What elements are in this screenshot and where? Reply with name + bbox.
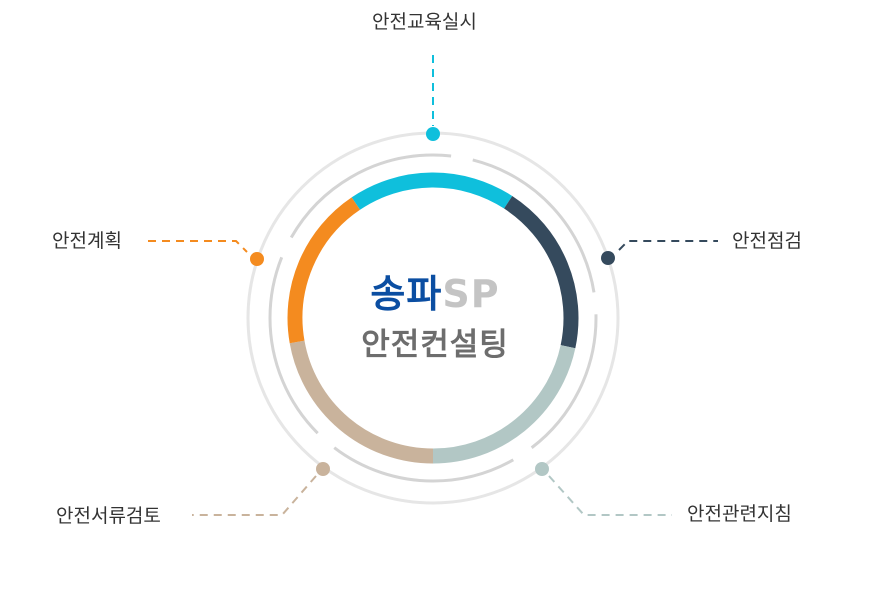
center-brand: 송파SP	[300, 270, 570, 318]
node-left	[250, 252, 264, 266]
node-right	[601, 251, 615, 265]
label-safety-guidelines: 안전관련지침	[687, 503, 792, 525]
brand-korean: 송파	[370, 272, 443, 316]
connector-bottom-right	[548, 475, 672, 516]
segment-left	[287, 197, 361, 344]
node-top	[426, 127, 440, 141]
center-subtitle: 안전컨설팅	[361, 327, 509, 363]
segment-bottom-left	[289, 340, 434, 464]
connector-right	[618, 240, 718, 251]
connector-left	[148, 240, 248, 253]
outer-ring	[246, 131, 620, 505]
label-safety-plan: 안전계획	[52, 230, 122, 252]
segment-bottom-right	[432, 345, 576, 464]
segment-top	[351, 172, 513, 210]
segment-right	[503, 195, 579, 349]
connector-bottom-left	[192, 475, 317, 516]
label-safety-document-review: 안전서류검토	[56, 505, 161, 527]
node-bottom-right	[535, 462, 549, 476]
label-safety-education: 안전교육실시	[372, 11, 477, 33]
node-bottom-left	[316, 462, 330, 476]
label-safety-inspection: 안전점검	[732, 230, 802, 252]
brand-english: SP	[442, 272, 500, 316]
middle-ring	[268, 153, 598, 483]
segment-ring	[287, 172, 579, 464]
